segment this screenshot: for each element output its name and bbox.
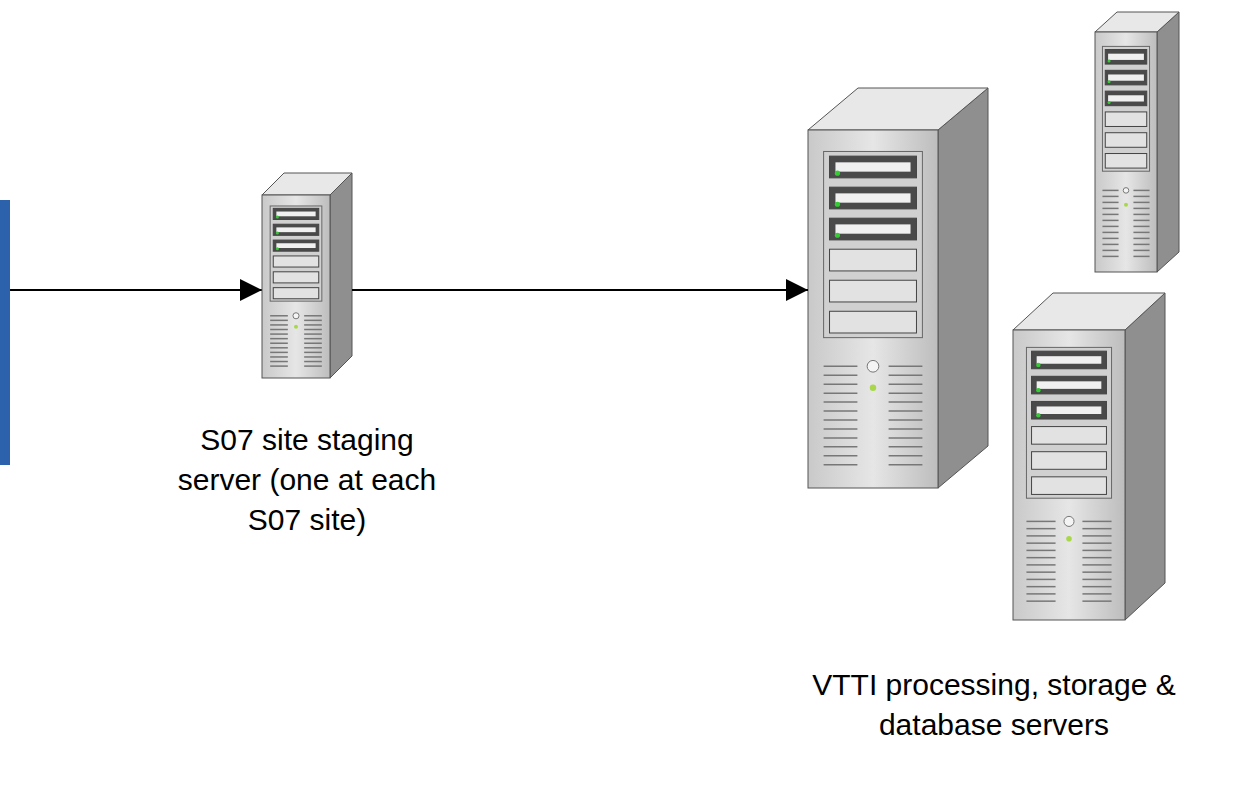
node-label: S07 site staging server (one at each S07… xyxy=(157,420,457,540)
server-icon xyxy=(1095,12,1179,272)
server-icon xyxy=(1013,293,1165,620)
server-group: VTTI processing, storage & database serv… xyxy=(808,10,1180,620)
input-arrow xyxy=(10,289,262,291)
server-icon xyxy=(262,173,352,378)
connector-arrow xyxy=(352,289,808,291)
staging-server: S07 site staging server (one at each S07… xyxy=(262,172,352,378)
node-label: VTTI processing, storage & database serv… xyxy=(794,665,1194,745)
server-icon xyxy=(808,88,988,488)
source-bar xyxy=(0,200,10,465)
